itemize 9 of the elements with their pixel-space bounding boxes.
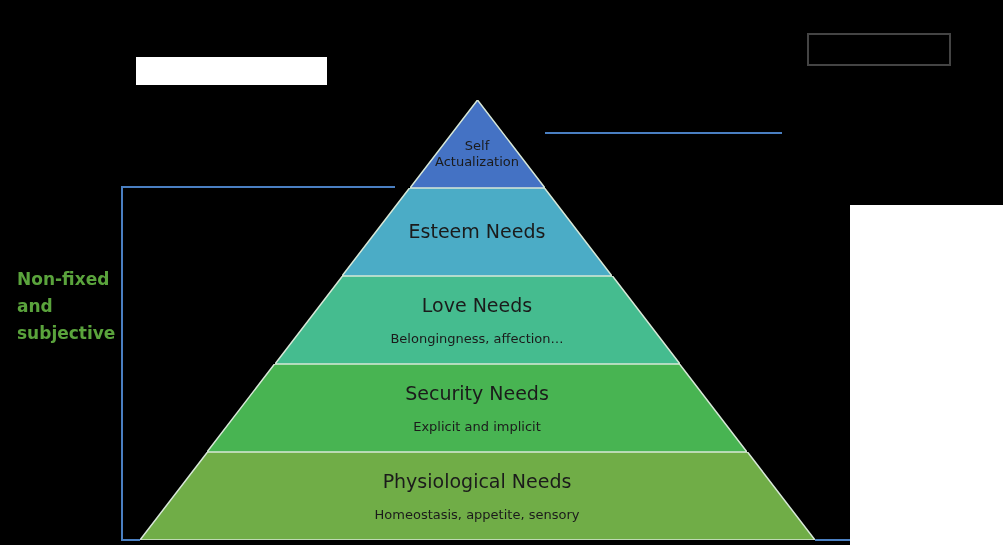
tier-title: Self Actualization xyxy=(434,138,520,170)
tier-title: Esteem Needs xyxy=(407,220,547,242)
side-note: Non-fixed and subjective xyxy=(17,268,117,345)
tier-title: Physiological Needs xyxy=(381,470,573,492)
tier-description: Homeostasis, appetite, sensory xyxy=(373,507,581,522)
tier-description: Explicit and implicit xyxy=(412,419,542,434)
tier-description: Belongingness, affection… xyxy=(389,331,565,346)
tier-title: Security Needs xyxy=(404,382,550,404)
tier-title: Love Needs xyxy=(420,294,534,316)
